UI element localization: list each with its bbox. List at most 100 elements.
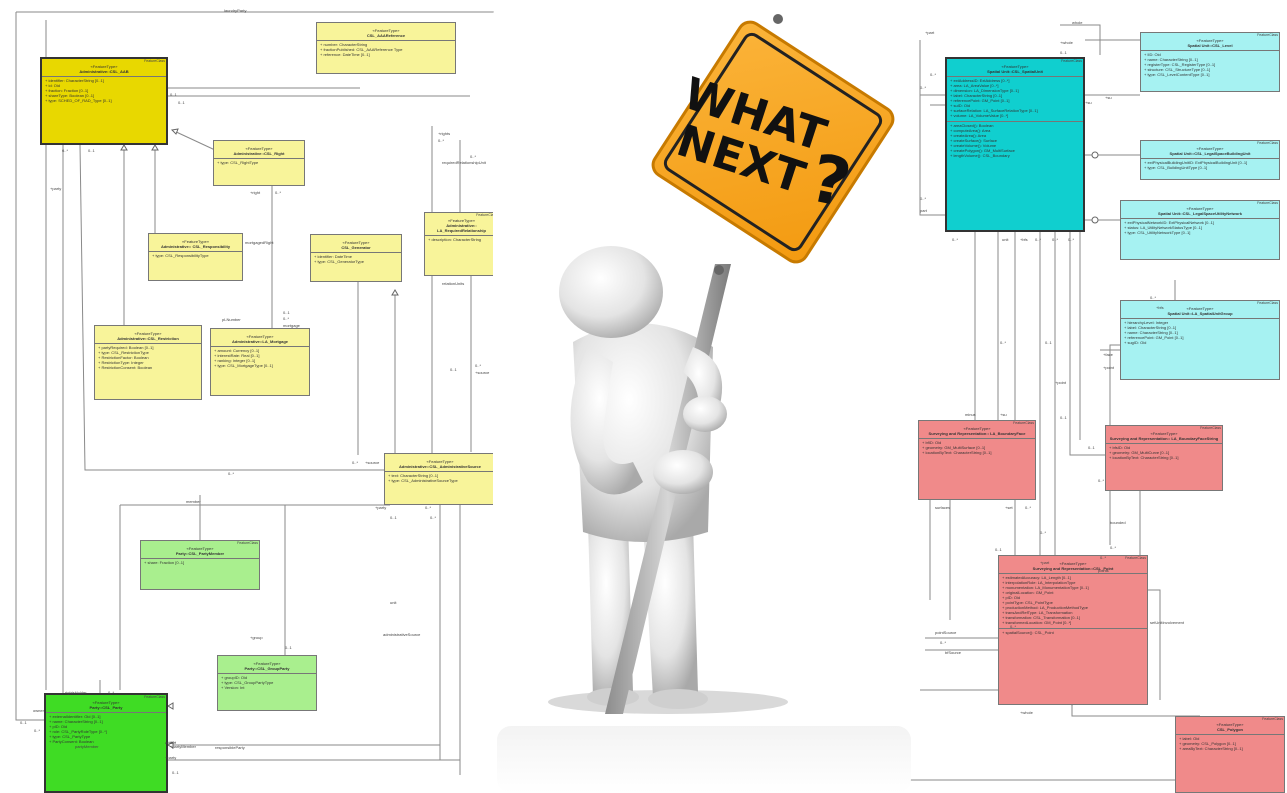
- association-label: 0..*: [475, 363, 482, 368]
- class-attribute: + monumentation: LA_MonumentationType [0…: [1002, 585, 1089, 590]
- association-label: 0..*: [920, 196, 927, 201]
- class-stereotype: «FeatureType»: [1150, 431, 1178, 436]
- class-attribute: + type: CSL_MortgageType [0..1]: [214, 363, 273, 368]
- class-attribute: + areaByText: CharacterString [0..1]: [1179, 746, 1243, 751]
- association-label: pLNumber: [222, 317, 241, 322]
- class-attribute: + status: LA_UtilityNetworkStatusType [0…: [1124, 225, 1202, 230]
- association-label: pointSource: [935, 630, 957, 635]
- reflection: [497, 726, 911, 793]
- head: [559, 246, 663, 338]
- class-attribute: + type: CSL_GroupPartyType: [221, 680, 274, 685]
- class-attribute: + role: CSL_PartyRoleType [0..*]: [49, 729, 107, 734]
- association-label: 0..*: [1100, 555, 1107, 560]
- class-stereotype: «FeatureType»: [448, 218, 475, 223]
- class-attribute: + identifier: CharacterString [0..1]: [45, 78, 104, 83]
- association-label: 0..*: [930, 72, 937, 77]
- class-kind-tag: FeatureClass: [1061, 59, 1082, 63]
- class-name: CSL_AAAReference: [366, 33, 406, 38]
- class-name: Surveying and Representation:: LA_Bounda…: [1109, 436, 1219, 441]
- association-label: unit: [390, 600, 397, 605]
- class-attribute: + bfID: Oid: [922, 440, 942, 445]
- class-stereotype: «FeatureType»: [963, 426, 991, 431]
- association-label: 0..1: [450, 367, 457, 372]
- association-label: +party: [165, 755, 177, 760]
- association-label: 0..*: [352, 460, 359, 465]
- association-label: +right: [250, 190, 261, 195]
- association-label: rightsHolder: [65, 690, 87, 695]
- left-arm: [570, 347, 643, 495]
- association-label: points: [1098, 568, 1109, 573]
- class-attribute: + type: CSL_GeneratorType: [314, 259, 364, 264]
- class-name: Spatial Unit::CSL_Level: [1187, 43, 1233, 48]
- uml-class-box: FeatureClass«FeatureType»CSL_Polygon+ la…: [1175, 716, 1285, 793]
- class-name: Administrative::CSL_AdministrativeSource: [398, 464, 482, 469]
- class-attribute: + reference: DateTime [0..1]: [320, 52, 370, 57]
- uml-class-box: «FeatureType»Administrative::LA_Mortgage…: [210, 328, 310, 396]
- class-attribute: + referencePoint: GM_Point [0..1]: [1124, 335, 1184, 340]
- class-kind-tag: FeatureClass: [1257, 201, 1278, 205]
- class-stereotype: «FeatureType»: [1186, 306, 1214, 311]
- class-attribute: + RestrictionFactor: Boolean: [98, 355, 149, 360]
- association-label: 0..1: [20, 720, 27, 725]
- association-label: 0..*: [1000, 340, 1007, 345]
- association-label: bounded: [1110, 520, 1126, 525]
- class-attribute: + locationByText: CharacterString [0..1]: [922, 450, 992, 455]
- class-attribute: + sugID: Oid: [1124, 340, 1147, 345]
- class-attribute: + interestRate: Real [0..1]: [214, 353, 260, 358]
- association-label: +group: [250, 635, 263, 640]
- class-name: Spatial Unit::CSL_LegalSpaceUtilityNetwo…: [1157, 211, 1242, 216]
- association-label: 0..*: [170, 740, 177, 745]
- association-label: +source: [475, 370, 490, 375]
- uml-class-box: «FeatureType»Administrative:: CSL_Respon…: [148, 233, 243, 281]
- class-attribute: + transAndRefType: LA_Transformation: [1002, 610, 1073, 615]
- class-stereotype: «FeatureType»: [90, 64, 118, 69]
- uml-class-box: FeatureClass«FeatureType»Spatial Unit::C…: [1140, 32, 1280, 92]
- class-name: Administrative:: CSL_Responsibility: [160, 244, 231, 249]
- class-attribute: + type: CSL_PartyType: [49, 734, 91, 739]
- class-kind-tag: FeatureClass: [1262, 717, 1283, 721]
- class-attribute: + pID: Oid: [1002, 595, 1021, 600]
- class-attribute: + externalIdentifier: Oid [0..1]: [49, 714, 101, 719]
- association-label: 0..1: [170, 92, 177, 97]
- class-stereotype: «FeatureType»: [92, 700, 120, 705]
- association-label: 0..*: [1110, 545, 1117, 550]
- class-attribute: + extPhysicalBuildingUnitID: ExtPhysical…: [1144, 160, 1248, 165]
- association-label: 0..*: [62, 148, 69, 153]
- sign-bolt-top: [773, 14, 783, 24]
- class-stereotype: «FeatureType»: [246, 334, 274, 339]
- association-label: requiredRelationshipUnit: [442, 160, 486, 165]
- class-attribute: + name: CharacterString [0..1]: [1144, 57, 1198, 62]
- association-label: 0..1: [1088, 445, 1095, 450]
- class-attribute: + label: Oid: [1179, 736, 1200, 741]
- association-label: 0..*: [1010, 624, 1017, 629]
- class-attribute: + transformedLocation: GM_Point [0..*]: [1002, 620, 1072, 625]
- class-stereotype: «FeatureType»: [186, 546, 214, 551]
- class-stereotype: «FeatureType»: [245, 146, 273, 151]
- class-attribute: + lID: Oid: [1144, 52, 1161, 57]
- class-attribute: + type: SCHED_OF_RAD_Type [0..1]: [45, 98, 112, 103]
- class-kind-tag: FeatureClass: [1257, 141, 1278, 145]
- association-label: 0..*: [920, 85, 927, 90]
- association-label: +partyMember: [170, 744, 196, 749]
- association-label: partyMember: [75, 744, 99, 749]
- class-attribute: + referencePoint: GM_Point [0..1]: [950, 98, 1010, 103]
- class-attribute: + type: CSL_BuildingUnitType [0..1]: [1144, 165, 1208, 170]
- class-attribute: + structure: CSL_StructureType [0..1]: [1144, 67, 1211, 72]
- class-attribute: + description: CharacterString: [428, 237, 482, 242]
- class-attribute: + productionMethod: LA_ProductionMethodT…: [1002, 605, 1088, 610]
- association-label: administrativeSource: [383, 632, 421, 637]
- class-attribute: + type: CSL_RightType: [217, 160, 259, 165]
- class-operation: + computeArea(): Area: [950, 128, 991, 133]
- association-label: 0..1: [285, 645, 292, 650]
- figure-with-sign: WHAT NEXT ?: [548, 14, 895, 714]
- class-kind-tag: FeatureClass: [237, 541, 258, 545]
- association-label: +party: [50, 186, 62, 191]
- class-attribute: + locationByText: CharacterString [0..1]: [1109, 455, 1179, 460]
- association-label: 0..1: [88, 148, 95, 153]
- uml-class-box: FeatureClass«FeatureType»Spatial Unit::C…: [1140, 140, 1280, 180]
- association-label: 0..*: [470, 154, 477, 159]
- class-attribute: + fraction: Fraction [0..1]: [45, 88, 89, 93]
- association-label: 0..1: [283, 310, 290, 315]
- uml-class-box: FeatureClass«FeatureType»Surveying and R…: [918, 420, 1036, 500]
